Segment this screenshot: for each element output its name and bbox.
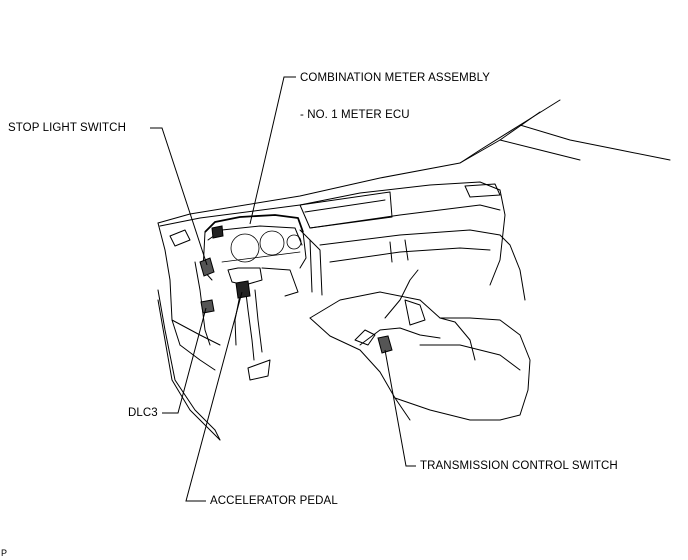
center-console xyxy=(309,234,531,421)
leader-combination-meter xyxy=(249,76,296,225)
windshield-outline xyxy=(157,99,671,224)
dashboard-panel xyxy=(159,181,506,296)
combination-meter-assembly-label: COMBINATION METER ASSEMBLY xyxy=(300,72,491,84)
stop-light-switch-label: STOP LIGHT SWITCH xyxy=(8,122,126,134)
dlc3-part xyxy=(200,299,215,314)
accelerator-pedal-part xyxy=(235,280,251,299)
steering-column xyxy=(227,267,299,381)
transmission-control-switch-part xyxy=(377,335,393,354)
figure-code: P xyxy=(1,548,8,558)
stop-light-switch-part xyxy=(199,257,215,277)
transmission-control-switch-label: TRANSMISSION CONTROL SWITCH xyxy=(420,460,618,472)
leader-dlc3 xyxy=(162,307,207,414)
dlc3-label: DLC3 xyxy=(128,407,158,419)
leader-accelerator-pedal xyxy=(185,291,243,502)
meter-ecu-label: - NO. 1 METER ECU xyxy=(300,109,410,121)
leader-lines xyxy=(150,76,416,502)
left-trim xyxy=(157,222,221,431)
leader-transmission-control-switch xyxy=(384,349,416,467)
floor-line xyxy=(157,299,221,441)
leader-stop-light-switch xyxy=(150,127,208,266)
accelerator-pedal-label: ACCELERATOR PEDAL xyxy=(210,495,338,507)
combination-meter-part xyxy=(211,225,224,239)
combination-meter-hood xyxy=(202,214,307,281)
